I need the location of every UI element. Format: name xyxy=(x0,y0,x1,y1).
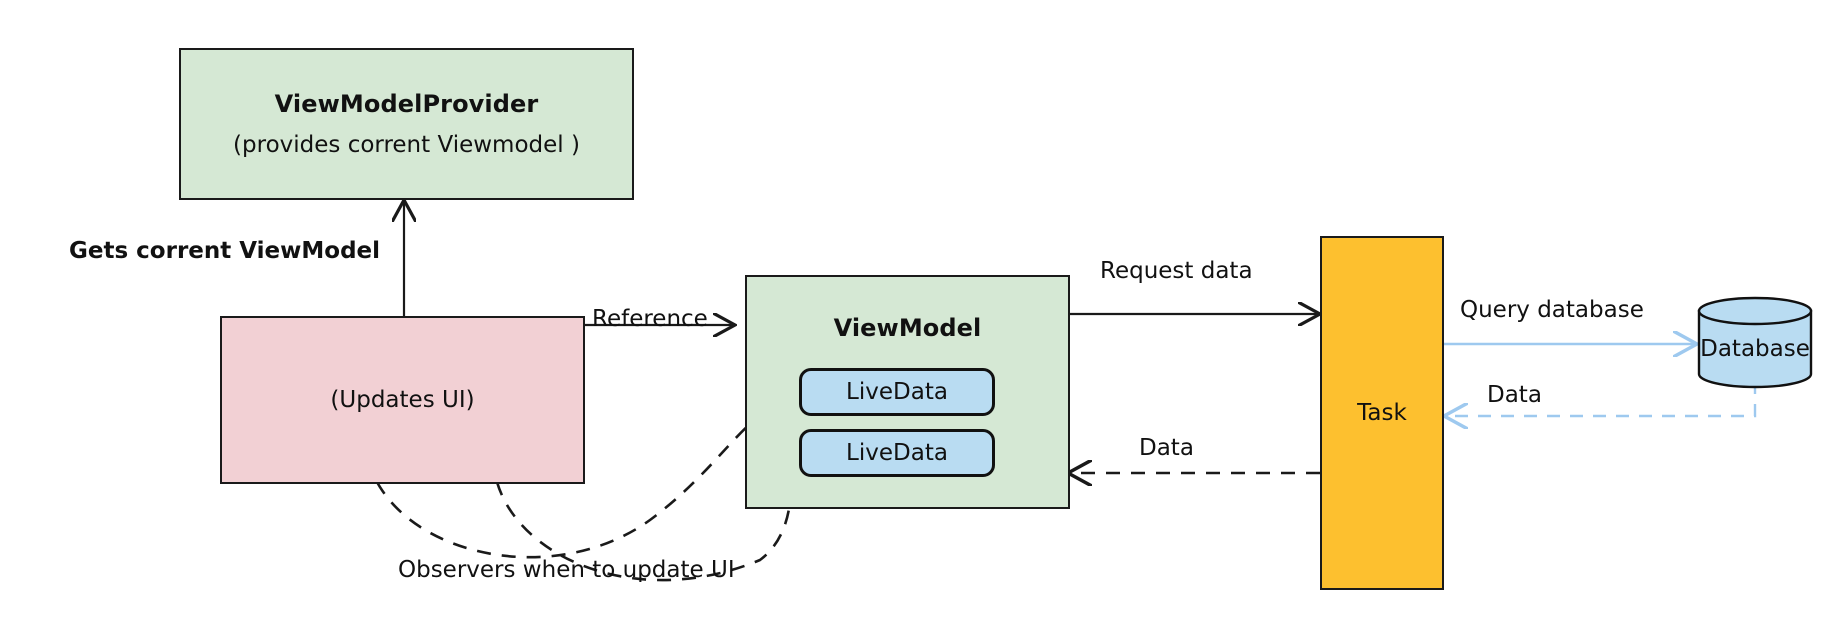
node-live-data-2[interactable]: LiveData xyxy=(799,429,995,477)
label-query-database: Query database xyxy=(1460,297,1644,323)
database-cylinder xyxy=(1697,296,1813,389)
activity-label: (Updates UI) xyxy=(330,387,475,413)
live-data-2-label: LiveData xyxy=(846,440,948,466)
database-label: Database xyxy=(1700,336,1810,362)
edge-data-database-to-task xyxy=(1444,381,1757,416)
label-data-task-to-viewmodel: Data xyxy=(1139,435,1194,461)
view-model-title: ViewModel xyxy=(833,314,982,342)
task-label: Task xyxy=(1357,400,1407,426)
node-live-data-1[interactable]: LiveData xyxy=(799,368,995,416)
node-activity[interactable]: (Updates UI) xyxy=(220,316,585,484)
label-gets-current-viewmodel: Gets corrent ViewModel xyxy=(69,238,381,264)
label-reference: Reference xyxy=(592,306,708,332)
label-data-database-to-task: Data xyxy=(1487,382,1542,408)
label-request-data: Request data xyxy=(1100,258,1253,284)
node-task[interactable]: Task xyxy=(1320,236,1444,590)
edge-observer-1 xyxy=(375,397,790,559)
node-view-model-provider[interactable]: ViewModelProvider (provides corrent View… xyxy=(179,48,634,200)
view-model-provider-subtitle: (provides corrent Viewmodel ) xyxy=(233,132,580,158)
view-model-provider-title: ViewModelProvider xyxy=(274,90,539,118)
live-data-1-label: LiveData xyxy=(846,379,948,405)
label-observers: Observers when to update UI xyxy=(398,557,735,583)
